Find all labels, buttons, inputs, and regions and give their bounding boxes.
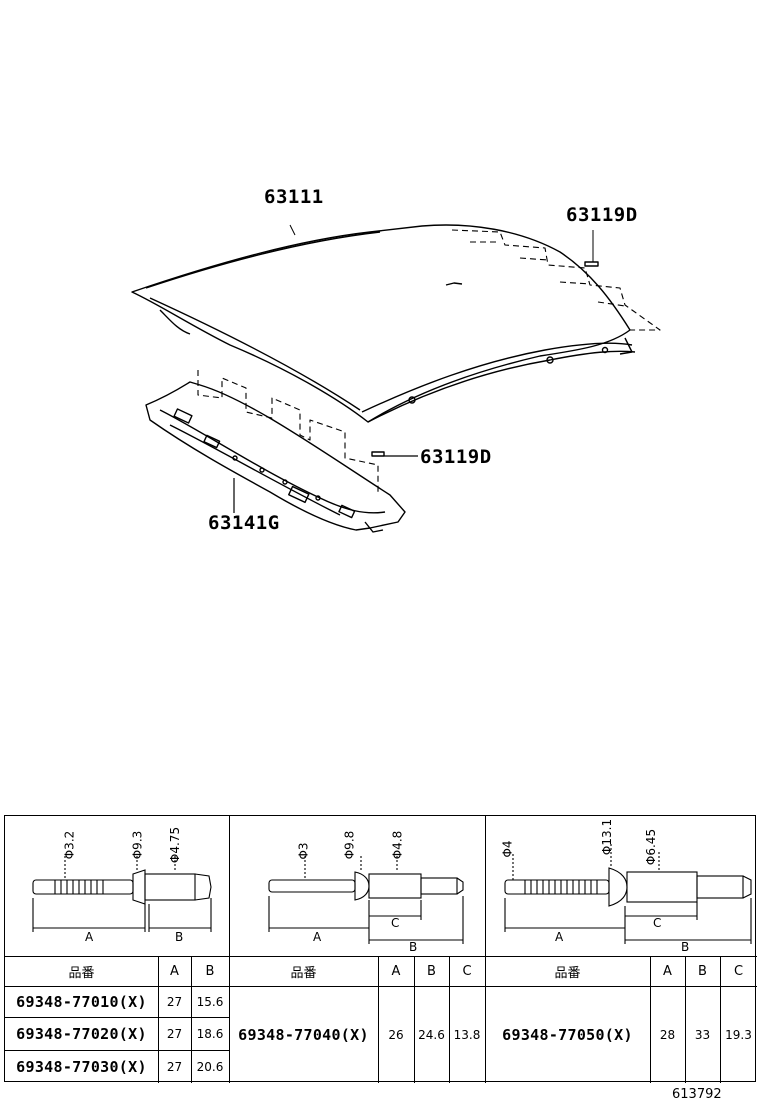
reference-lines-upper <box>451 229 661 331</box>
s2-row1-b: 24.6 <box>418 1027 445 1042</box>
s3-header-a: A <box>663 964 672 979</box>
s3-header-b: B <box>698 964 707 979</box>
s3-header-partno: 品番 <box>554 966 581 981</box>
roof-exploded-diagram <box>131 224 661 533</box>
s3-row1-partno: 69348-77050(X) <box>502 1025 633 1044</box>
dim-s2-d2: Φ9.8 <box>342 830 357 860</box>
dim-s3-d3: Φ6.45 <box>644 828 659 866</box>
rivet-2-drawing <box>268 856 464 944</box>
dim-s2-d1: Φ3 <box>296 842 311 860</box>
s2-header-a: A <box>391 964 401 979</box>
s1-row2-a: 27 <box>166 1027 183 1041</box>
s2-row1-a: 26 <box>388 1027 404 1042</box>
s2-row1-c: 13.8 <box>453 1027 481 1042</box>
s1-row2-b: 18.6 <box>196 1027 224 1041</box>
s3-row1-a: 28 <box>659 1027 676 1042</box>
callout-63119d-upper: 63119D <box>566 204 638 226</box>
s1-row3-partno: 69348-77030(X) <box>16 1057 147 1076</box>
rivet-spec-table: Φ3.2 Φ9.3 Φ4.75 A B Φ3 Φ9.8 Φ4.8 A C B Φ… <box>4 815 757 1083</box>
callout-63111: 63111 <box>264 186 324 208</box>
s3-row1-c: 19.3 <box>725 1027 752 1042</box>
callout-63119d-lower: 63119D <box>420 446 492 468</box>
s1-row1-partno: 69348-77010(X) <box>16 993 147 1011</box>
dim-s3-c: C <box>653 916 662 930</box>
s1-row1-b: 15.6 <box>196 995 224 1009</box>
rivet-drawings <box>32 844 752 944</box>
clip-upper-shape <box>584 261 599 267</box>
s1-row3-b: 20.6 <box>196 1059 224 1074</box>
s2-header-c: C <box>462 964 472 979</box>
dim-s1-d1: Φ3.2 <box>62 830 77 860</box>
s1-row2-partno: 69348-77020(X) <box>16 1025 147 1043</box>
roof-panel <box>131 224 636 423</box>
dim-s2-c: C <box>391 916 400 930</box>
dim-s2-b: B <box>409 940 418 954</box>
dim-s2-d3: Φ4.8 <box>390 830 405 860</box>
dim-s3-d1: Φ4 <box>500 840 515 858</box>
s3-row1-b: 33 <box>694 1027 711 1042</box>
s3-header-c: C <box>733 964 744 979</box>
s1-header-partno: 品番 <box>68 966 95 981</box>
dim-s1-a: A <box>85 930 94 944</box>
s1-header-b: B <box>205 964 215 979</box>
s1-row3-a: 27 <box>166 1059 183 1074</box>
rivet-1-drawing <box>32 856 212 932</box>
s2-row1-partno: 69348-77040(X) <box>238 1025 369 1044</box>
s2-header-b: B <box>427 964 436 979</box>
dim-s3-d2: Φ13.1 <box>600 818 615 856</box>
rivet-3-drawing <box>504 844 752 944</box>
dim-s1-b: B <box>175 930 184 944</box>
s2-header-partno: 品番 <box>290 966 317 981</box>
clip-lower-shape <box>371 451 385 457</box>
reference-lines-lower <box>197 370 379 492</box>
s1-header-a: A <box>170 964 179 979</box>
dim-s1-d2: Φ9.3 <box>130 830 145 860</box>
dim-s1-d3: Φ4.75 <box>168 826 183 864</box>
dim-s2-a: A <box>313 930 322 944</box>
callout-63141g: 63141G <box>208 512 280 534</box>
dim-s3-b: B <box>681 940 690 954</box>
dim-s3-a: A <box>555 930 564 944</box>
s1-row1-a: 27 <box>166 995 183 1009</box>
roof-reinforcement <box>145 381 406 533</box>
figure-id: 613792 <box>672 1087 722 1102</box>
